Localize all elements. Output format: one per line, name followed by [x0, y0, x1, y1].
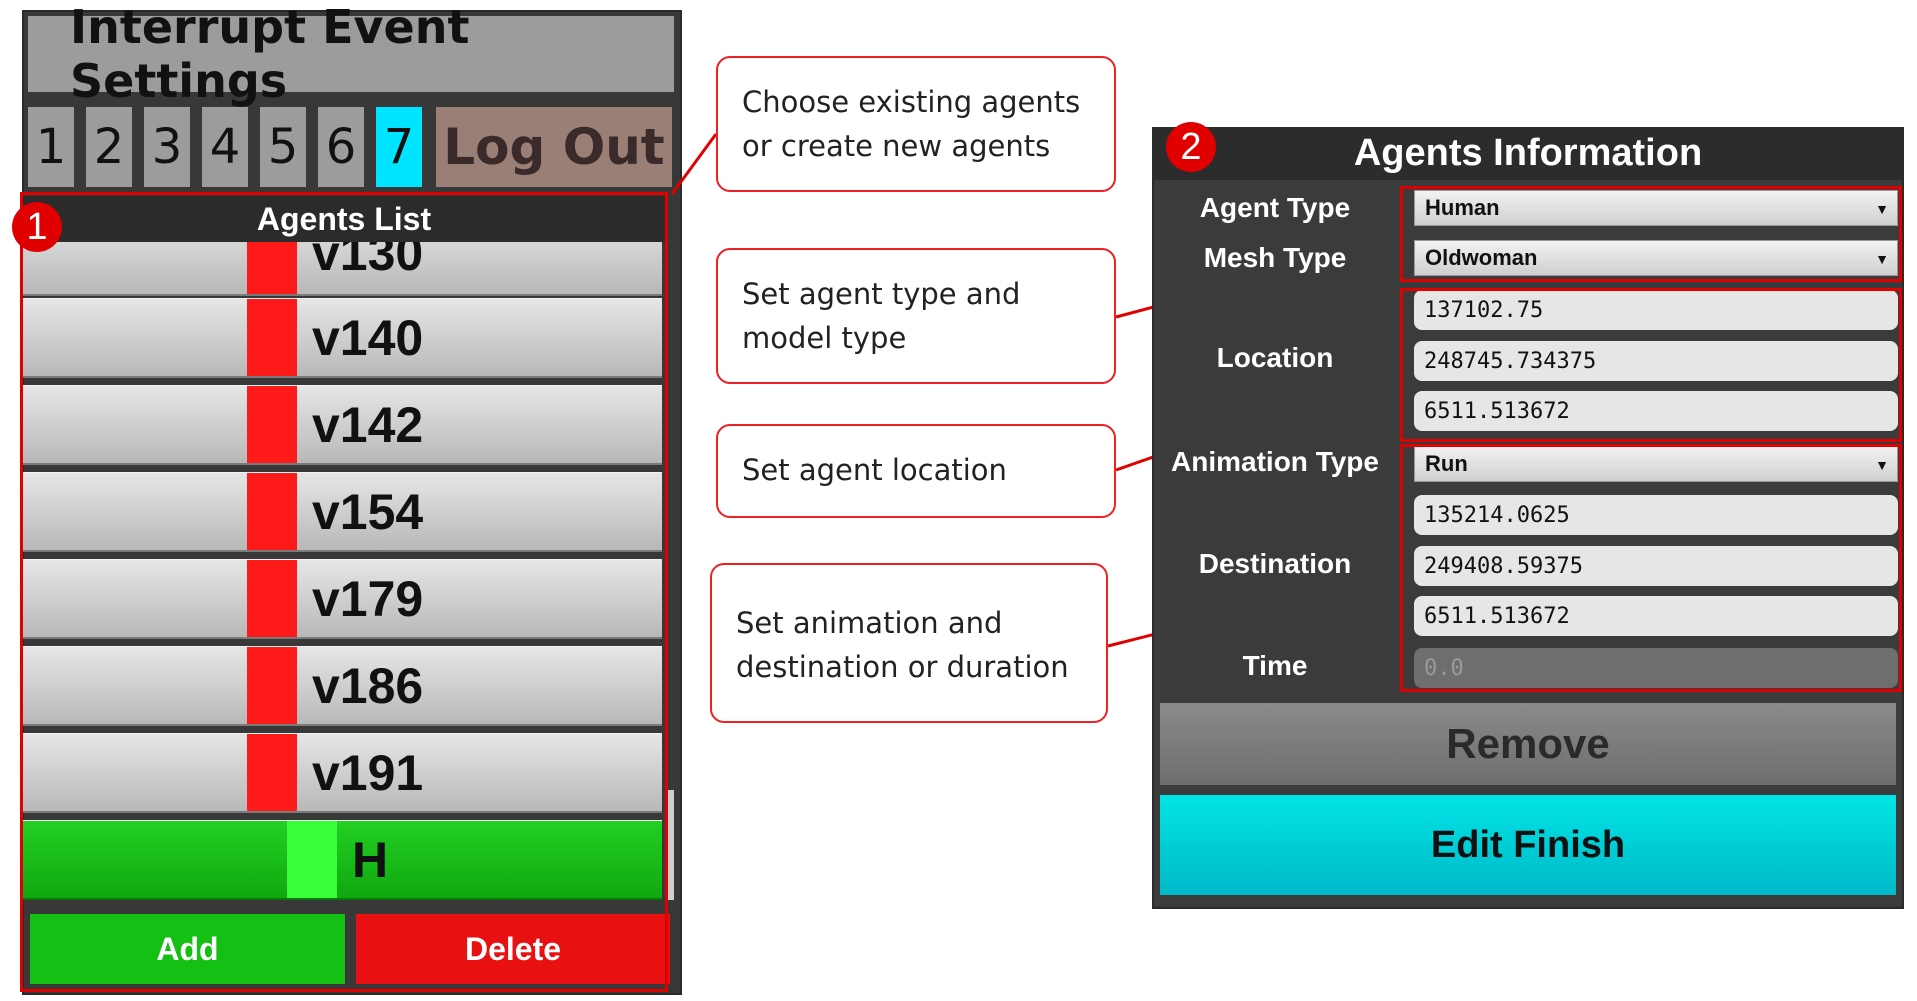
agent-label: v140 — [312, 309, 424, 366]
agent-label: v142 — [312, 396, 424, 453]
list-item-agent[interactable]: v140 — [22, 298, 662, 378]
agent-color-swatch — [247, 386, 297, 463]
leader-line-choose — [670, 133, 718, 195]
annotation-box-agents-list — [20, 192, 668, 992]
agents-list-header-overlay: Agents List — [22, 196, 666, 242]
tab-3[interactable]: 3 — [144, 107, 190, 187]
agent-label: H — [352, 831, 389, 888]
agent-color-swatch — [247, 473, 297, 550]
location-y-input[interactable]: 248745.734375 — [1414, 341, 1898, 381]
location-label: Location — [1216, 342, 1334, 373]
list-item-agent[interactable]: v186 — [22, 646, 662, 726]
tab-6[interactable]: 6 — [318, 107, 364, 187]
edit-finish-button[interactable]: Edit Finish — [1160, 795, 1896, 895]
tab-1[interactable]: 1 — [28, 107, 74, 187]
list-scrollbar[interactable] — [666, 790, 674, 900]
list-item-agent[interactable]: v142 — [22, 385, 662, 465]
destination-z-input[interactable]: 6511.513672 — [1414, 596, 1898, 636]
list-item-agent[interactable]: v179 — [22, 559, 662, 639]
tab-7[interactable]: 7 — [376, 107, 422, 187]
annotation-marker-1: 1 — [12, 202, 62, 252]
agent-label: v186 — [312, 657, 424, 714]
animation-type-label: Animation Type — [1171, 446, 1379, 477]
tab-4[interactable]: 4 — [202, 107, 248, 187]
annotation-box-type — [1400, 186, 1902, 282]
callout-agent-type: Set agent type and model type — [716, 248, 1116, 384]
logout-button[interactable]: Log Out — [436, 107, 672, 187]
agent-label: v191 — [312, 744, 424, 801]
animation-type-select[interactable]: Run ▼ — [1414, 446, 1898, 482]
agent-color-swatch — [287, 821, 337, 898]
annotation-box-location — [1400, 288, 1902, 442]
time-label: Time — [1242, 650, 1308, 681]
destination-y-input[interactable]: 249408.59375 — [1414, 546, 1898, 586]
agents-information-title: Agents Information — [1152, 127, 1904, 180]
agent-color-swatch — [247, 734, 297, 811]
destination-x-input[interactable]: 135214.0625 — [1414, 495, 1898, 535]
agent-color-swatch — [247, 560, 297, 637]
time-input[interactable]: 0.0 — [1414, 648, 1898, 688]
agent-color-swatch — [247, 299, 297, 376]
tab-5[interactable]: 5 — [260, 107, 306, 187]
mesh-type-value: Oldwoman — [1425, 245, 1538, 270]
callout-agent-location: Set agent location — [716, 424, 1116, 518]
add-agent-button[interactable]: Add — [30, 914, 345, 984]
location-x-input[interactable]: 137102.75 — [1414, 290, 1898, 330]
destination-label: Destination — [1198, 548, 1352, 579]
agent-color-swatch — [247, 647, 297, 724]
remove-button[interactable]: Remove — [1160, 703, 1896, 785]
mesh-type-label: Mesh Type — [1203, 242, 1347, 273]
annotation-box-animation — [1400, 444, 1902, 692]
dropdown-arrow-icon: ▼ — [1875, 251, 1889, 267]
location-z-input[interactable]: 6511.513672 — [1414, 391, 1898, 431]
agent-label: v154 — [312, 483, 424, 540]
list-item-agent-selected[interactable]: H — [22, 820, 662, 900]
list-item-agent[interactable]: v191 — [22, 733, 662, 813]
agent-type-label: Agent Type — [1199, 192, 1351, 223]
tab-2[interactable]: 2 — [86, 107, 132, 187]
callout-animation-destination: Set animation and destination or duratio… — [710, 563, 1108, 723]
dropdown-arrow-icon: ▼ — [1875, 457, 1889, 473]
annotation-marker-2: 2 — [1166, 122, 1216, 172]
agent-label: v179 — [312, 570, 424, 627]
callout-choose-agents: Choose existing agents or create new age… — [716, 56, 1116, 192]
list-item-agent[interactable]: v154 — [22, 472, 662, 552]
agent-type-value: Human — [1425, 195, 1500, 220]
animation-type-value: Run — [1425, 451, 1468, 476]
agent-type-select[interactable]: Human ▼ — [1414, 190, 1898, 226]
delete-agent-button[interactable]: Delete — [356, 914, 670, 984]
dropdown-arrow-icon: ▼ — [1875, 201, 1889, 217]
mesh-type-select[interactable]: Oldwoman ▼ — [1414, 240, 1898, 276]
